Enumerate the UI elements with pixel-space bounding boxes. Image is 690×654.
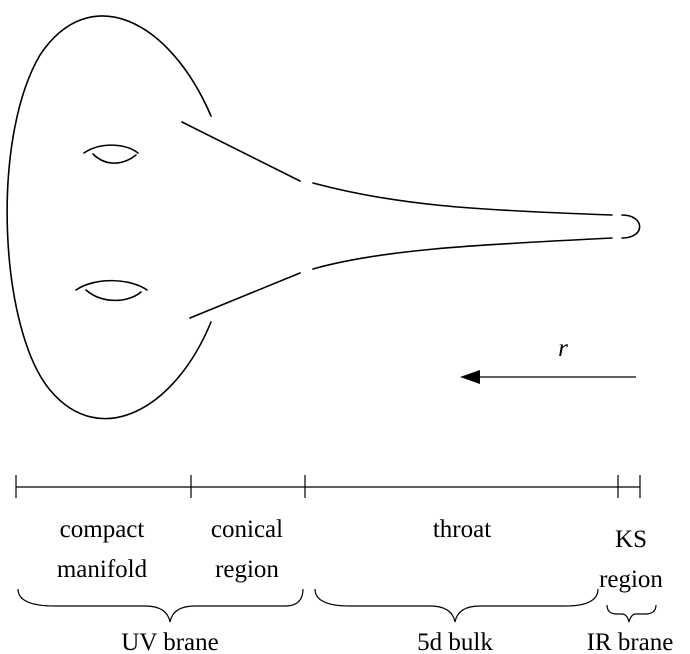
r-direction-arrow: r: [460, 335, 636, 384]
ks-region-label-line2: region: [599, 566, 663, 593]
compact-manifold-outline: [6, 15, 212, 420]
ks-region-label-line1: KS: [615, 526, 647, 553]
compact-manifold-label-line2: manifold: [57, 556, 148, 583]
conical-region-lower-edge: [189, 272, 301, 319]
conical-region-label-line1: conical: [211, 516, 283, 543]
conical-region-label-line2: region: [215, 556, 279, 583]
throat-upper-edge: [312, 182, 613, 216]
throat-lower-edge: [312, 237, 613, 270]
ir-brane-brace: [606, 604, 657, 623]
bulk-brace: [314, 588, 599, 623]
handle-lower: [75, 279, 148, 302]
conical-region-upper-edge: [181, 121, 301, 182]
handle-upper: [83, 144, 139, 164]
uv-brane-brace: [17, 588, 304, 623]
uv-brane-label: UV brane: [121, 629, 218, 654]
region-axis: [15, 475, 641, 498]
compact-manifold-label-line1: compact: [60, 516, 145, 543]
bulk-label: 5d bulk: [417, 629, 493, 654]
throat-label: throat: [433, 516, 491, 543]
ks-cap: [621, 214, 641, 239]
ir-brane-label: IR brane: [587, 629, 674, 654]
r-label: r: [558, 335, 568, 362]
